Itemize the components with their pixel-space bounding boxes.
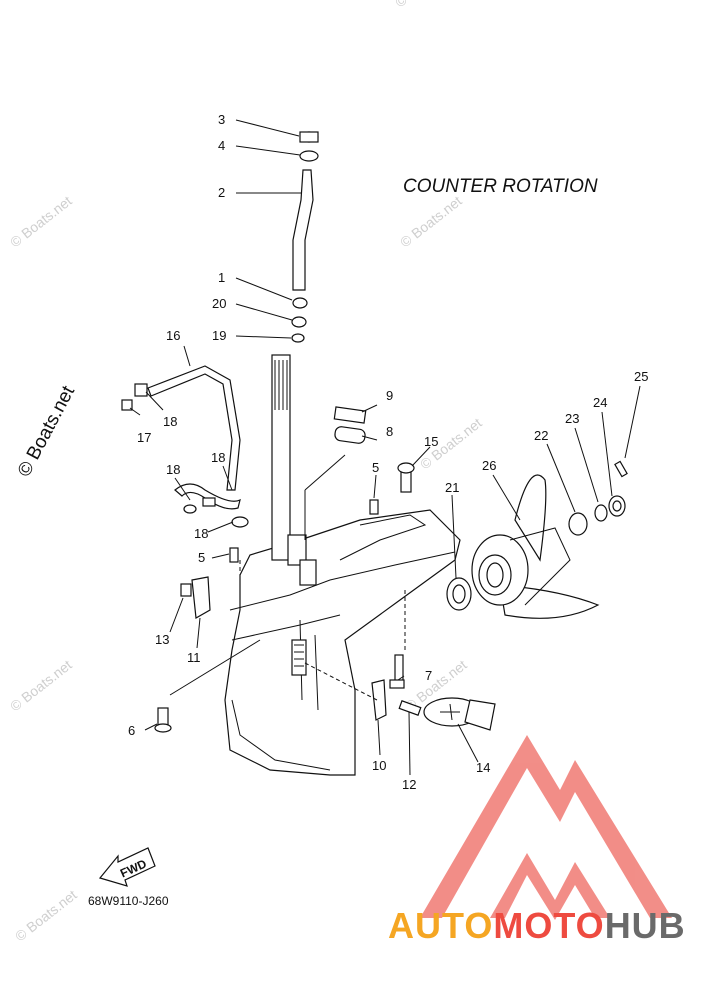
logo-triangle-mark (420, 735, 672, 920)
callout-25: 25 (634, 369, 648, 384)
callout-3: 3 (218, 112, 225, 127)
callout-2: 2 (218, 185, 225, 200)
fwd-arrow: FWD (98, 847, 156, 887)
watermark: © Boats.net (12, 887, 80, 945)
callout-19: 19 (212, 328, 226, 343)
callout-5: 5 (198, 550, 205, 565)
callout-15: 15 (424, 434, 438, 449)
callout-8: 8 (386, 424, 393, 439)
hose (121, 365, 249, 528)
callout-20: 20 (212, 296, 226, 311)
callout-18: 18 (211, 450, 225, 465)
propeller (471, 474, 600, 619)
callout-16: 16 (166, 328, 180, 343)
drive-shaft (271, 354, 317, 586)
callout-18: 18 (194, 526, 208, 541)
diagram-title: COUNTER ROTATION (403, 176, 598, 197)
logo-part-moto: MOTO (493, 905, 604, 946)
callout-17: 17 (137, 430, 151, 445)
automotohub-wordmark: AUTOMOTOHUB (388, 905, 686, 946)
callout-4: 4 (218, 138, 225, 153)
brackets (191, 576, 387, 721)
callout-22: 22 (534, 428, 548, 443)
logo-part-hub: HUB (605, 905, 686, 946)
watermark: © Boats.net (7, 193, 75, 251)
anode (423, 697, 496, 731)
watermark-dark: © Boats.net (14, 382, 80, 480)
svg-text:AUTOMOTOHUB: AUTOMOTOHUB (388, 905, 686, 946)
lower-casing (224, 509, 461, 776)
water-tube (291, 131, 319, 343)
callout-6: 6 (128, 723, 135, 738)
callout-24: 24 (593, 395, 607, 410)
watermark: © Boats.net (392, 0, 460, 10)
callout-21: 21 (445, 480, 459, 495)
oil-seal (446, 577, 472, 611)
callout-11: 11 (187, 650, 201, 665)
callout-12: 12 (402, 777, 416, 792)
callout-5: 5 (372, 460, 379, 475)
drawing-code: 68W9110-J260 (88, 894, 169, 908)
fasteners (154, 462, 422, 733)
callout-9: 9 (386, 388, 393, 403)
watermarks: © Boats.net © Boats.net © Boats.net © Bo… (7, 0, 485, 944)
callout-23: 23 (565, 411, 579, 426)
callout-18: 18 (166, 462, 180, 477)
prop-hardware (568, 460, 628, 536)
watermark: © Boats.net (7, 657, 75, 715)
callout-7: 7 (425, 668, 432, 683)
callout-13: 13 (155, 632, 169, 647)
callout-26: 26 (482, 458, 496, 473)
leader-lines (129, 119, 641, 776)
grommets (333, 406, 367, 444)
logo-part-auto: AUTO (388, 905, 493, 946)
callout-14: 14 (476, 760, 490, 775)
watermark: © Boats.net (397, 193, 465, 251)
callout-18: 18 (163, 414, 177, 429)
callout-numbers: 3 4 2 1 20 19 16 17 18 9 8 15 5 21 26 22… (128, 112, 648, 792)
callout-1: 1 (218, 270, 225, 285)
callout-10: 10 (372, 758, 386, 773)
